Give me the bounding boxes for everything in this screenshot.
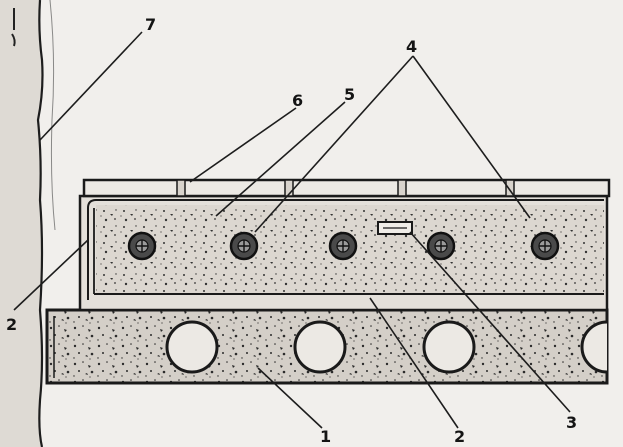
wall: [0, 0, 56, 447]
slab-void: [422, 320, 476, 374]
leader-6: [189, 107, 297, 183]
heating-pipe: [127, 231, 157, 261]
callout-6: 6: [292, 91, 303, 110]
callout-2-left: 2: [6, 315, 17, 334]
reinforcement-bar: [377, 221, 413, 235]
leader-5: [215, 101, 346, 217]
callout-1: 1: [320, 427, 331, 446]
slab-void: [580, 320, 608, 374]
callout-2-bottom: 2: [454, 427, 465, 446]
hollow-core-slab: [45, 308, 609, 385]
callout-7: 7: [145, 15, 156, 34]
leader-1: [257, 367, 323, 429]
heating-pipe: [426, 231, 456, 261]
heating-pipe: [229, 231, 259, 261]
leader-lines: [13, 31, 571, 429]
leader-2b: [369, 297, 459, 429]
leader-4b: [412, 55, 531, 219]
leader-4a: [254, 55, 414, 233]
leader-7: [39, 31, 143, 141]
slab-void: [165, 320, 219, 374]
floor-tiles: [82, 178, 611, 198]
callout-3: 3: [566, 413, 577, 432]
callout-4: 4: [406, 37, 417, 56]
slab-void: [293, 320, 347, 374]
callout-5: 5: [344, 85, 355, 104]
callout-labels: 1 2 2 3 4 5 6 7: [6, 15, 577, 446]
leader-3: [409, 231, 571, 413]
heating-pipe: [328, 231, 358, 261]
heating-pipe: [530, 231, 560, 261]
leader-2a: [13, 239, 89, 311]
